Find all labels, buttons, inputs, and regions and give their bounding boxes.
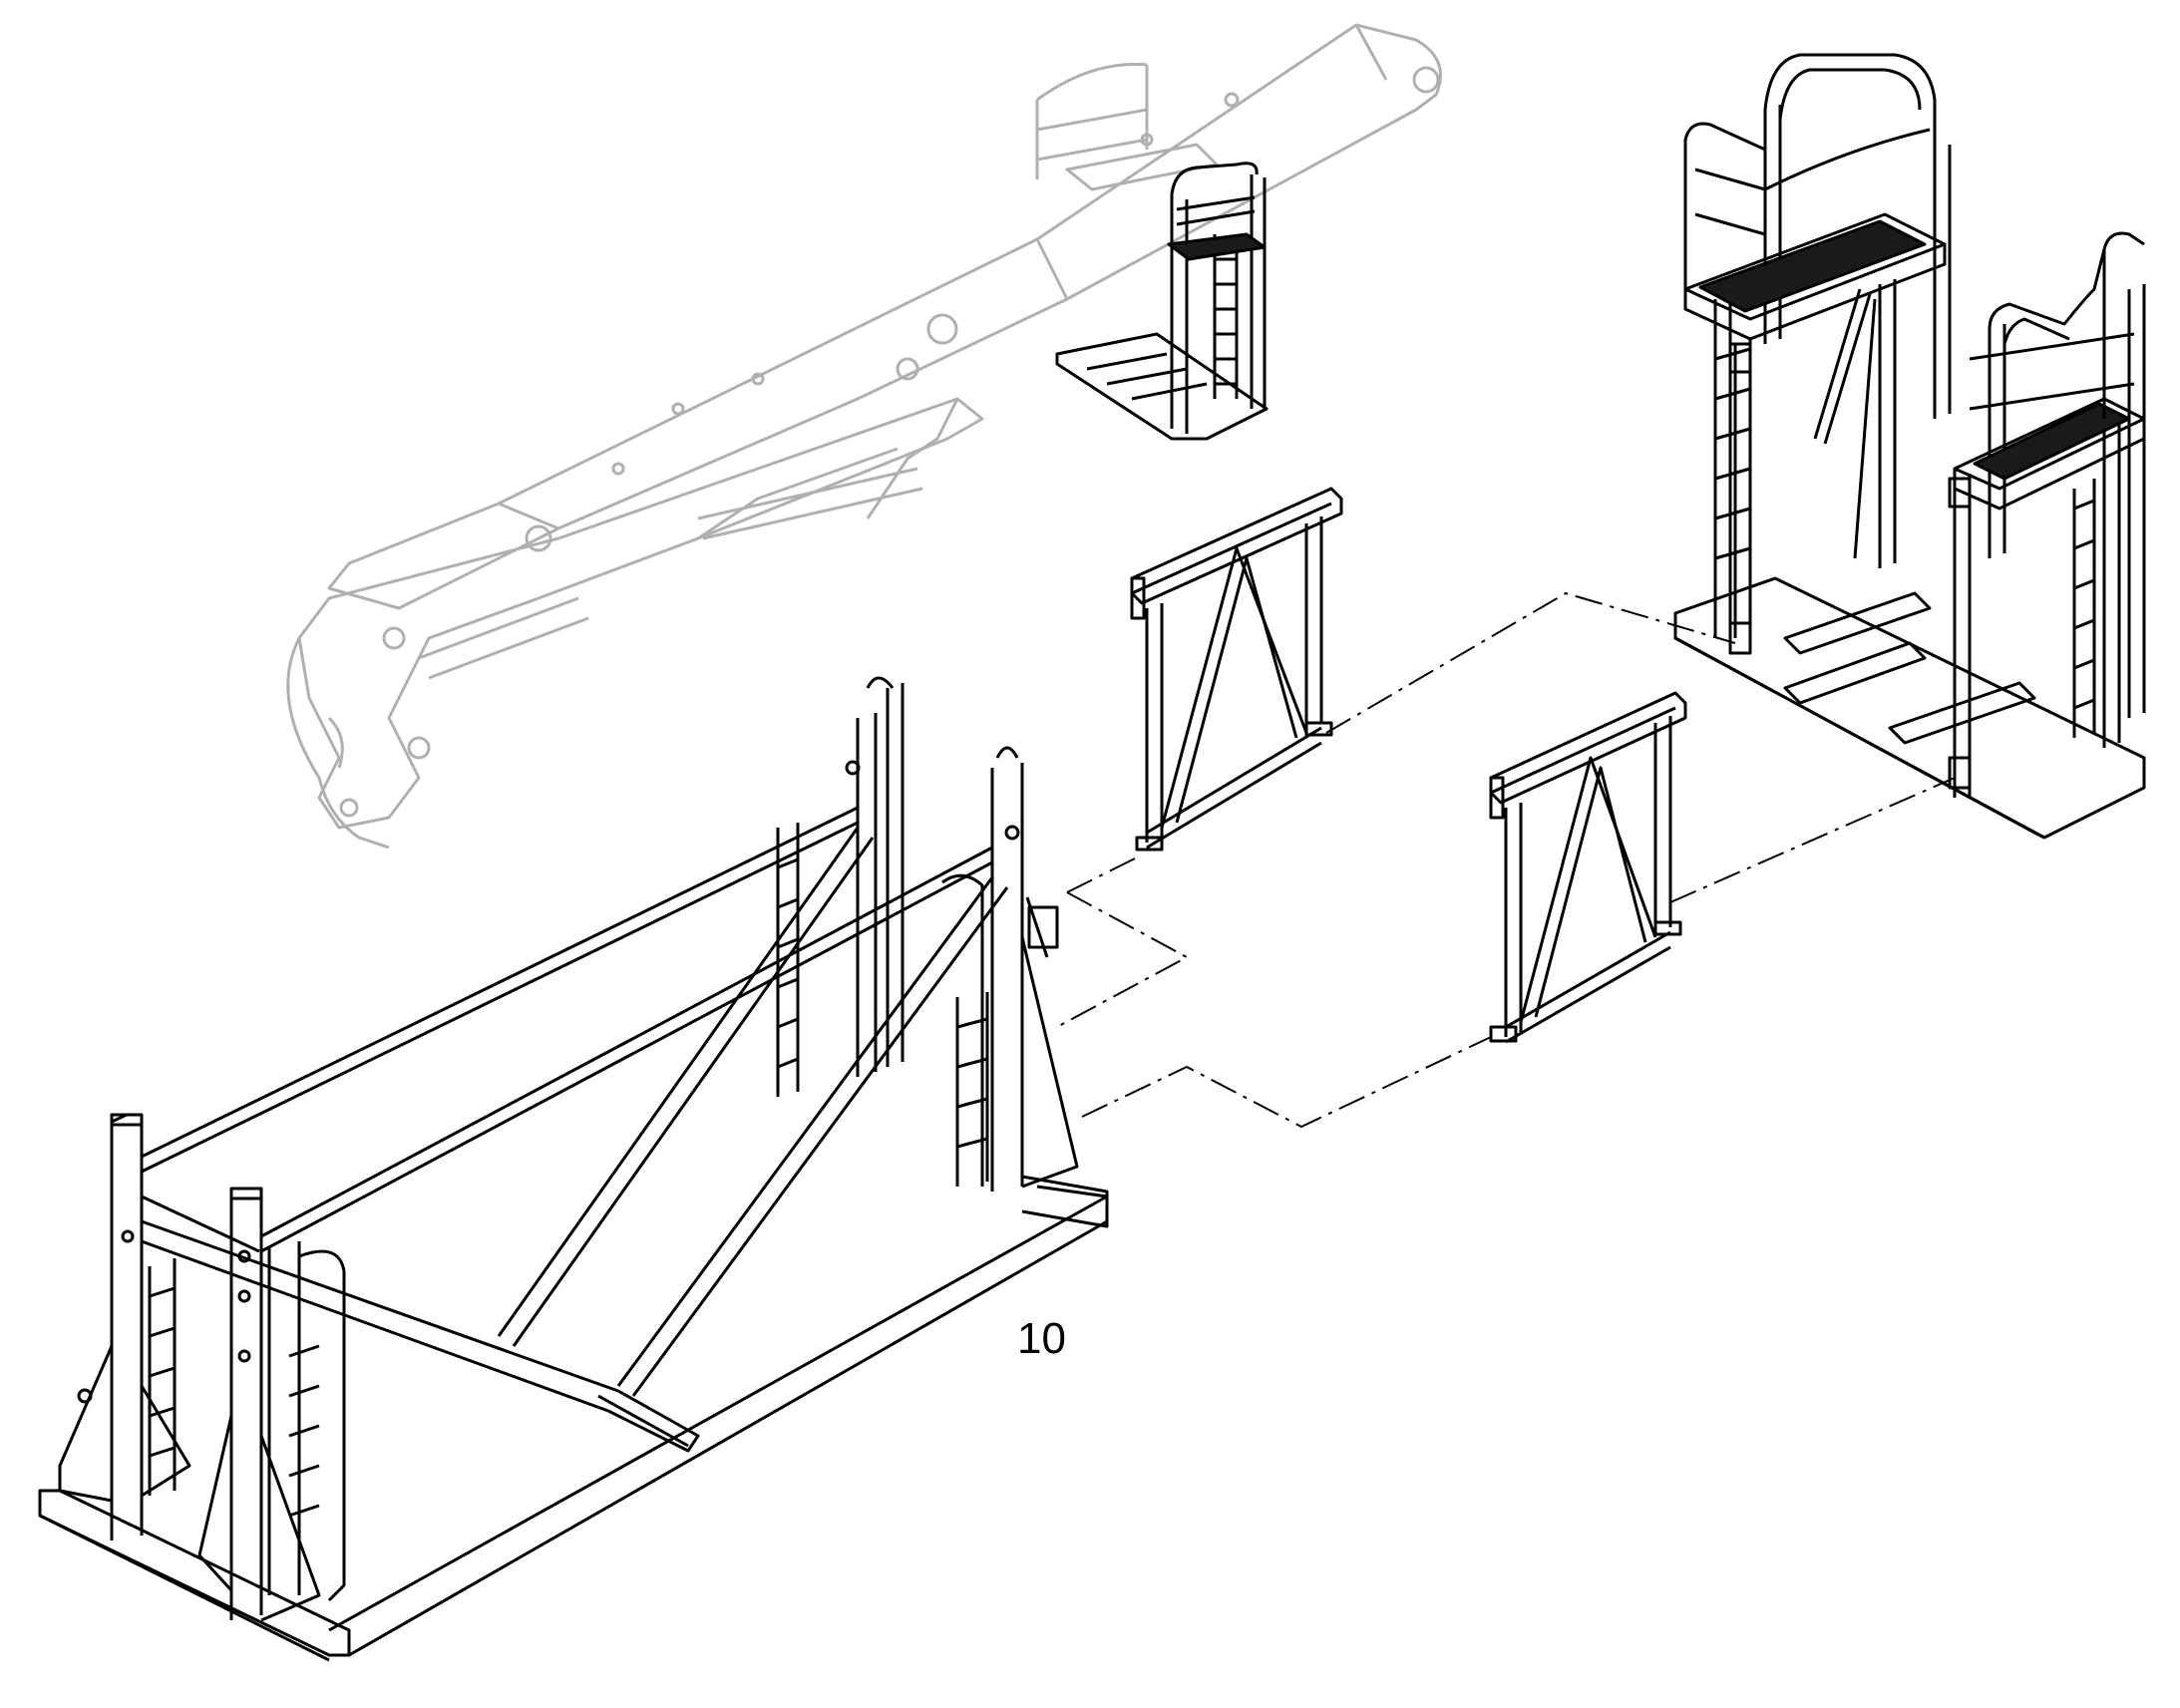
spreader-frame-left [1130, 487, 1343, 852]
callout-part-number: 10 [1017, 1314, 1066, 1363]
ghosted-boom-arm [286, 23, 1442, 850]
spreader-frame-right [1489, 691, 1687, 1044]
platform-stand [1673, 53, 2146, 840]
assembly-guide-lines [1056, 591, 1956, 1129]
main-boom-stand [38, 676, 1109, 1662]
ghosted-boom-platform [1055, 162, 1269, 441]
